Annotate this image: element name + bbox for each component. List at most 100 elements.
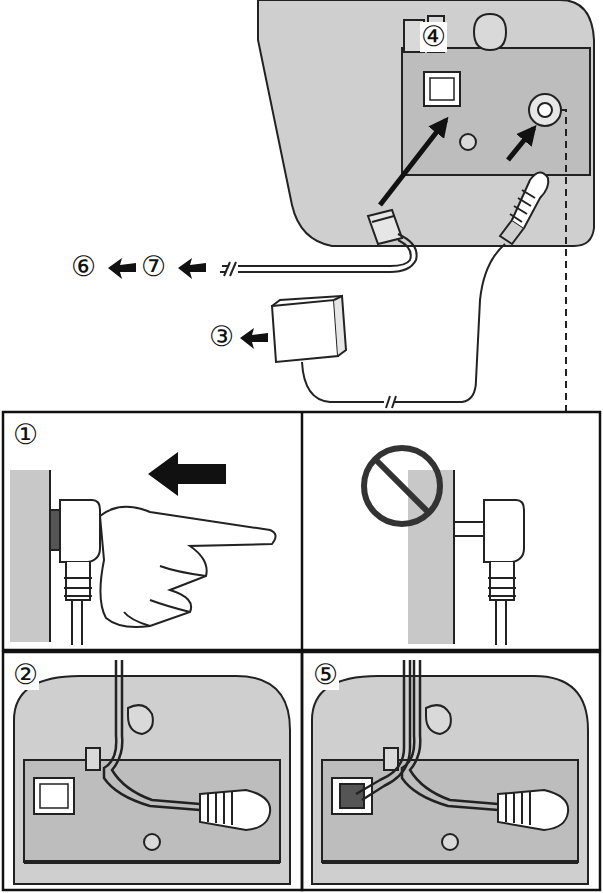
base-unit-bottom [24,860,280,864]
base-unit-bottom [322,760,578,862]
hand [100,507,276,627]
base-unit-bottom [322,860,578,864]
wall-outlet-correct [60,500,100,562]
wall-outlet-wrong [488,578,516,596]
base-unit-bottom [24,760,280,862]
telephone-cord [238,240,411,266]
callout-number: ⑤ [312,660,339,690]
ac-adaptor [272,296,342,306]
telephone-cord [222,265,228,267]
base-unit-bottom [208,791,232,825]
direction-arrow [108,258,136,279]
base-unit-bottom [442,834,458,850]
insert-arrow [380,120,446,205]
ac-adaptor [518,198,531,206]
base-unit-bottom [506,791,530,825]
base-unit-bottom [340,784,364,808]
prohibition-symbol [364,448,440,524]
base-unit-bottom [14,676,290,884]
wall-outlet-wrong [408,470,524,645]
wall-outlet-correct [66,562,90,600]
telephone-cord [238,234,417,272]
wall-outlet-wrong [496,600,506,645]
ac-adaptor [334,296,346,356]
base-unit-bottom [402,660,498,810]
base-unit-bottom [14,660,290,884]
callout-number: ② [12,660,39,690]
ac-adaptor [272,300,338,362]
base-unit-bottom [34,778,74,814]
panel-frame [302,652,600,890]
ac-adaptor [514,206,527,214]
base-unit-bottom [312,660,588,884]
prohibition-symbol [364,448,440,524]
base-unit-bottom [200,790,270,830]
direction-arrow [108,258,268,349]
wall-outlet-correct [10,470,100,645]
push-arrow [148,452,226,496]
base-unit-back [538,103,552,117]
ac-adaptor [510,214,522,222]
callout-number: ① [12,420,39,450]
direction-arrow [240,328,268,349]
base-unit-bottom [104,660,200,810]
callout-number: ⑥ [70,252,97,282]
base-unit-back [460,134,476,150]
base-unit-bottom [144,834,160,850]
panel-frame [3,412,600,650]
telephone-cord [224,262,230,276]
base-unit-back [258,0,594,246]
wall-outlet-correct [49,470,51,642]
hand [124,566,206,626]
telephone-cord [230,262,236,276]
base-unit-back [424,72,460,106]
telephone-cord [220,210,417,276]
base-unit-back [529,94,561,126]
telephone-cord [368,210,402,244]
base-unit-back [258,0,594,246]
wall-outlet-correct [10,470,50,642]
base-unit-bottom [426,705,451,734]
reference-dashed-line [561,110,566,412]
ac-adaptor [392,396,396,408]
wall-outlet-wrong [490,562,514,600]
ac-adaptor [394,244,505,402]
base-unit-bottom [410,660,498,804]
wall-outlet-correct [72,600,82,645]
base-unit-back [474,14,506,50]
base-unit-bottom [128,705,153,734]
wall-outlet-correct [50,510,60,550]
telephone-cord [220,271,226,273]
ac-adaptor [386,396,390,408]
callout-number: ⑦ [140,252,167,282]
wall-outlet-correct [64,578,92,596]
direction-arrow [178,258,206,279]
base-unit-bottom [86,748,100,770]
ac-adaptor [522,190,535,198]
wall-outlet-wrong [484,500,524,562]
base-unit-bottom [312,676,588,884]
wall-outlet-wrong [453,470,455,644]
panel-frame [3,652,302,890]
hand [100,507,276,627]
insert-arrow [380,120,534,205]
insert-arrow [508,128,534,160]
ac-adaptor [302,362,384,402]
prohibition-symbol [375,459,429,513]
callout-number: ④ [420,22,447,52]
telephone-cord [372,216,394,222]
panel-frame [301,412,304,650]
base-unit-back [430,78,454,100]
base-unit-bottom [40,784,68,808]
base-unit-bottom [498,790,568,830]
ac-adaptor [272,172,548,408]
base-unit-bottom [384,748,398,770]
base-unit-back [402,48,590,175]
base-unit-bottom [356,660,404,794]
panel-frame [3,412,600,890]
wall-outlet-wrong [454,522,484,536]
base-unit-bottom [112,660,200,804]
callout-number: ③ [208,322,235,352]
